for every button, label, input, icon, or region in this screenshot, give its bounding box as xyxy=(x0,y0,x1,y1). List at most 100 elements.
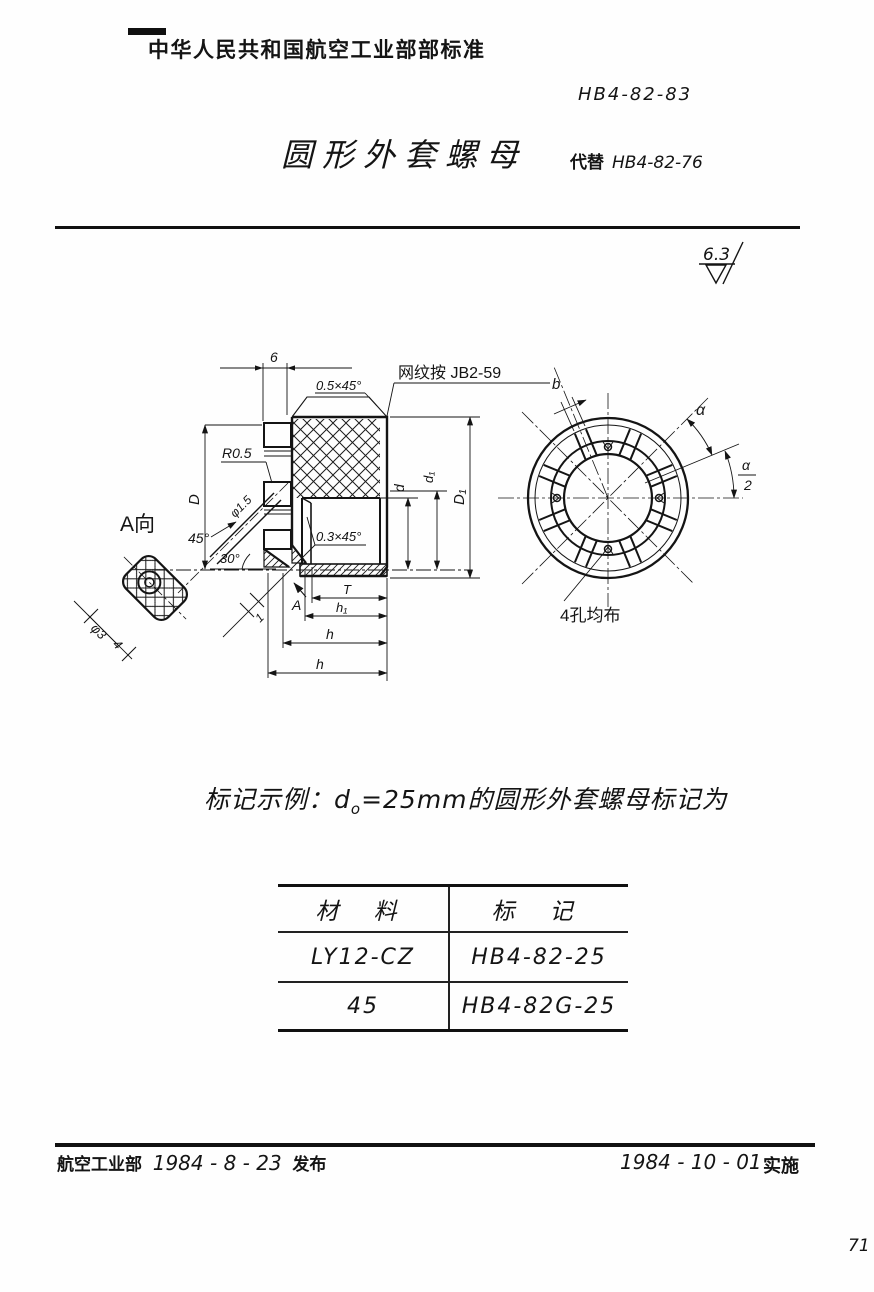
surface-finish-symbol: 6.3 xyxy=(699,241,744,285)
section-arrow-label: A xyxy=(291,597,301,613)
dim-h-overall-label: h xyxy=(316,656,324,672)
groove-chamfer xyxy=(301,497,312,504)
section-view: 6 0.5×45° 网纹按 JB2-59 D R0.5 φ1.5 45° xyxy=(152,349,550,681)
technical-drawing: 6 0.5×45° 网纹按 JB2-59 D R0.5 φ1.5 45° xyxy=(73,349,756,681)
holes-note-label: 4孔均布 xyxy=(560,606,620,625)
header-divider xyxy=(55,226,800,229)
scan-artifact xyxy=(128,28,166,35)
dim-6-label: 6 xyxy=(270,349,278,365)
detail-view-a: A向 φ3 4 xyxy=(73,513,189,662)
supersedes-code: HB4-82-76 xyxy=(612,153,703,173)
outer-circle xyxy=(526,416,690,580)
thread-section-strip xyxy=(299,563,388,577)
distributed-holes xyxy=(551,441,665,555)
dim-d-label: d xyxy=(391,483,407,492)
dim-tick xyxy=(239,602,255,618)
dim-D-label: D xyxy=(186,494,203,505)
material-marking-table: 材 料 标 记 LY12-CZ HB4-82-25 45 HB4-82G-25 xyxy=(278,884,628,1032)
table-header-row: 材 料 标 记 xyxy=(278,887,628,933)
hole-edge xyxy=(216,499,282,565)
ext-line xyxy=(571,396,586,427)
centerline-spoke-b xyxy=(553,366,609,499)
dim-tick xyxy=(249,592,265,608)
centerline-diag-ne xyxy=(521,397,709,585)
cell-material: 45 xyxy=(278,983,450,1029)
footer-impl-date: 1984 - 10 - 01 xyxy=(620,1150,762,1174)
dim-1-label: 1 xyxy=(252,610,267,625)
ring-circle xyxy=(550,440,666,556)
supersedes-note: 代替 HB4-82-76 xyxy=(570,148,703,173)
col-header-material: 材 料 xyxy=(278,887,450,933)
standard-organization: 中华人民共和国航空工业部部标准 xyxy=(148,39,486,62)
leader xyxy=(364,392,378,407)
dim-line-b xyxy=(553,399,587,415)
footer-issue-date: 1984 - 8 - 23 xyxy=(152,1151,282,1175)
dim-b-label: b xyxy=(552,376,560,393)
angle45-leader xyxy=(210,521,237,538)
cell-marking: HB4-82G-25 xyxy=(461,993,617,1019)
detail-dia-label: φ3 xyxy=(88,621,110,643)
alpha-half-numerator: α xyxy=(742,457,751,473)
col-header-marking: 标 记 xyxy=(450,887,628,933)
chamfer-bore-label: 0.3×45° xyxy=(316,529,361,544)
alpha-half-arc xyxy=(724,450,738,499)
dim-d1-label: d₁ xyxy=(421,472,436,483)
corner-chamfer-edge xyxy=(291,544,307,564)
flange-tab xyxy=(263,529,292,550)
footer-issue-verb: 发布 xyxy=(292,1155,327,1174)
hole-centerline xyxy=(177,482,289,594)
standard-number: HB4-82-83 xyxy=(578,84,693,105)
angle30-label: 30° xyxy=(220,551,240,566)
table-row: LY12-CZ HB4-82-25 xyxy=(278,933,628,983)
surface-finish-value: 6.3 xyxy=(703,245,730,265)
page-title: 圆形外套螺母 xyxy=(281,136,528,174)
detail-centerline xyxy=(123,556,187,620)
hole-edge xyxy=(209,492,275,558)
finish-triangle-icon xyxy=(704,264,728,285)
cell-material: LY12-CZ xyxy=(278,933,450,983)
example-prefix: 标记示例：d xyxy=(204,785,351,814)
dim-tick xyxy=(83,608,99,624)
alpha-arc xyxy=(686,418,713,456)
table-row: 45 HB4-82G-25 xyxy=(278,983,628,1029)
alpha-label: α xyxy=(696,402,706,419)
angle30-arc xyxy=(241,553,251,570)
leader xyxy=(563,553,604,602)
flange-tab xyxy=(263,422,292,448)
dim-T-label: T xyxy=(343,582,352,597)
arrowhead xyxy=(255,365,263,371)
designation-example: 标记示例：do=25mm的圆形外套螺母标记为 xyxy=(204,780,728,818)
footer-issuer: 航空工业部 xyxy=(57,1155,142,1174)
spokes xyxy=(538,428,678,568)
cutting-plane-line xyxy=(222,544,316,638)
bore-circle xyxy=(562,452,654,544)
arrowhead xyxy=(287,365,295,371)
knurl-note-label: 网纹按 JB2-59 xyxy=(398,364,501,382)
footer-divider xyxy=(55,1143,815,1147)
example-subscript: o xyxy=(350,800,362,818)
alpha-half-denominator: 2 xyxy=(743,477,752,493)
dim-D1-label: D₁ xyxy=(451,489,468,505)
dim-h-label: h xyxy=(326,626,334,642)
angle-ray xyxy=(644,443,740,484)
supersedes-label: 代替 xyxy=(570,153,604,172)
leader xyxy=(306,516,316,546)
ext-line xyxy=(560,401,575,432)
chamfer-projection xyxy=(291,396,388,418)
knurl-hatch xyxy=(293,419,380,498)
page-number: 71 xyxy=(848,1236,870,1256)
footer-impl-verb: 实施 xyxy=(763,1156,799,1176)
footer-issue: 航空工业部 1984 - 8 - 23 发布 xyxy=(57,1150,326,1175)
angle45-label: 45° xyxy=(188,530,210,546)
leader xyxy=(265,461,273,484)
view-arrow xyxy=(293,582,307,598)
cell-marking: HB4-82-25 xyxy=(450,933,628,983)
dim-h1-label: h₁ xyxy=(336,600,347,615)
flange-chamfer-edge xyxy=(263,548,290,568)
knurl-root-circle xyxy=(534,424,682,572)
dim-line-4 xyxy=(73,600,119,646)
finish-slash-icon xyxy=(722,241,744,285)
leader xyxy=(386,382,395,417)
fillet-label: R0.5 xyxy=(222,445,252,461)
